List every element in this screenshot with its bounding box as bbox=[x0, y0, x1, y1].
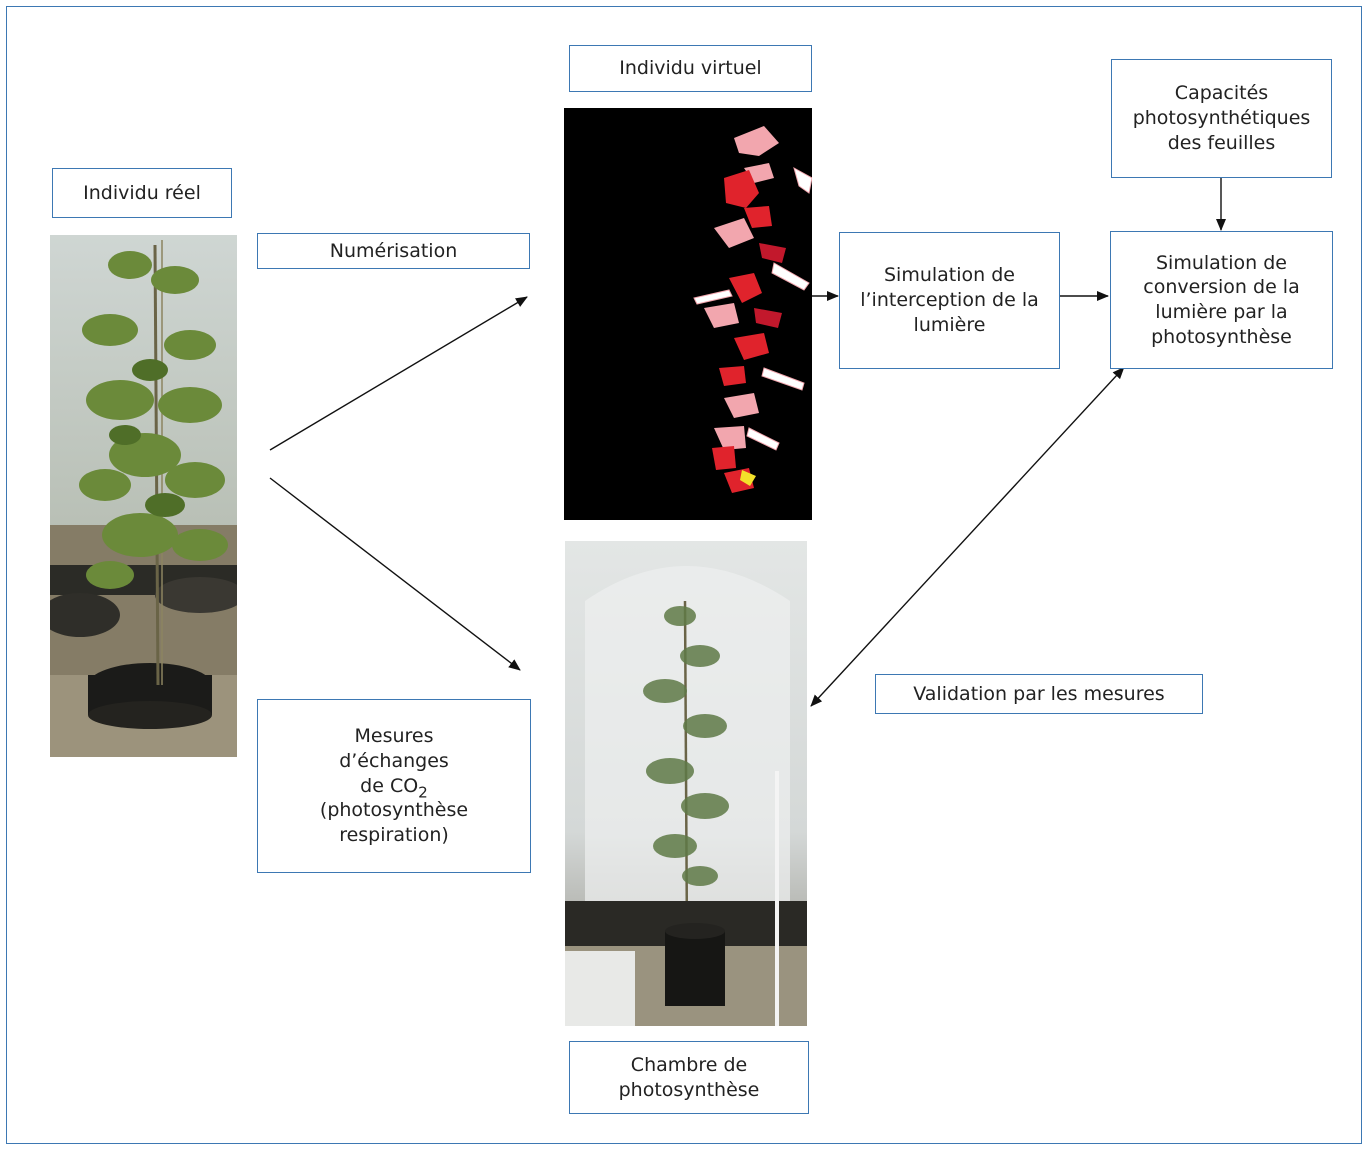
virtual-plant-render bbox=[564, 108, 812, 520]
label-numerisation: Numérisation bbox=[257, 233, 530, 269]
diagram-frame bbox=[6, 6, 1362, 1144]
label-simulation-conversion: Simulation de conversion de la lumière p… bbox=[1110, 231, 1333, 369]
label-chambre-photosynthese: Chambre de photosynthèse bbox=[569, 1041, 809, 1114]
label-validation-par-les-mesures: Validation par les mesures bbox=[875, 674, 1203, 714]
label-simulation-interception: Simulation de l’interception de la lumiè… bbox=[839, 232, 1060, 369]
label-individu-reel: Individu réel bbox=[52, 168, 232, 218]
real-plant-photo bbox=[50, 235, 237, 757]
label-capacites-photosynthetiques: Capacités photosynthétiques des feuilles bbox=[1111, 59, 1332, 178]
arrow-validation bbox=[810, 366, 1125, 707]
arrow-to-chamber bbox=[269, 477, 521, 671]
label-mesures-echanges-co2: Mesures d’échanges de CO2 (photosynthèse… bbox=[257, 699, 531, 873]
label-individu-virtuel: Individu virtuel bbox=[569, 45, 812, 92]
photosynthesis-chamber-photo bbox=[565, 541, 807, 1026]
arrow-to-virtual bbox=[269, 296, 528, 451]
